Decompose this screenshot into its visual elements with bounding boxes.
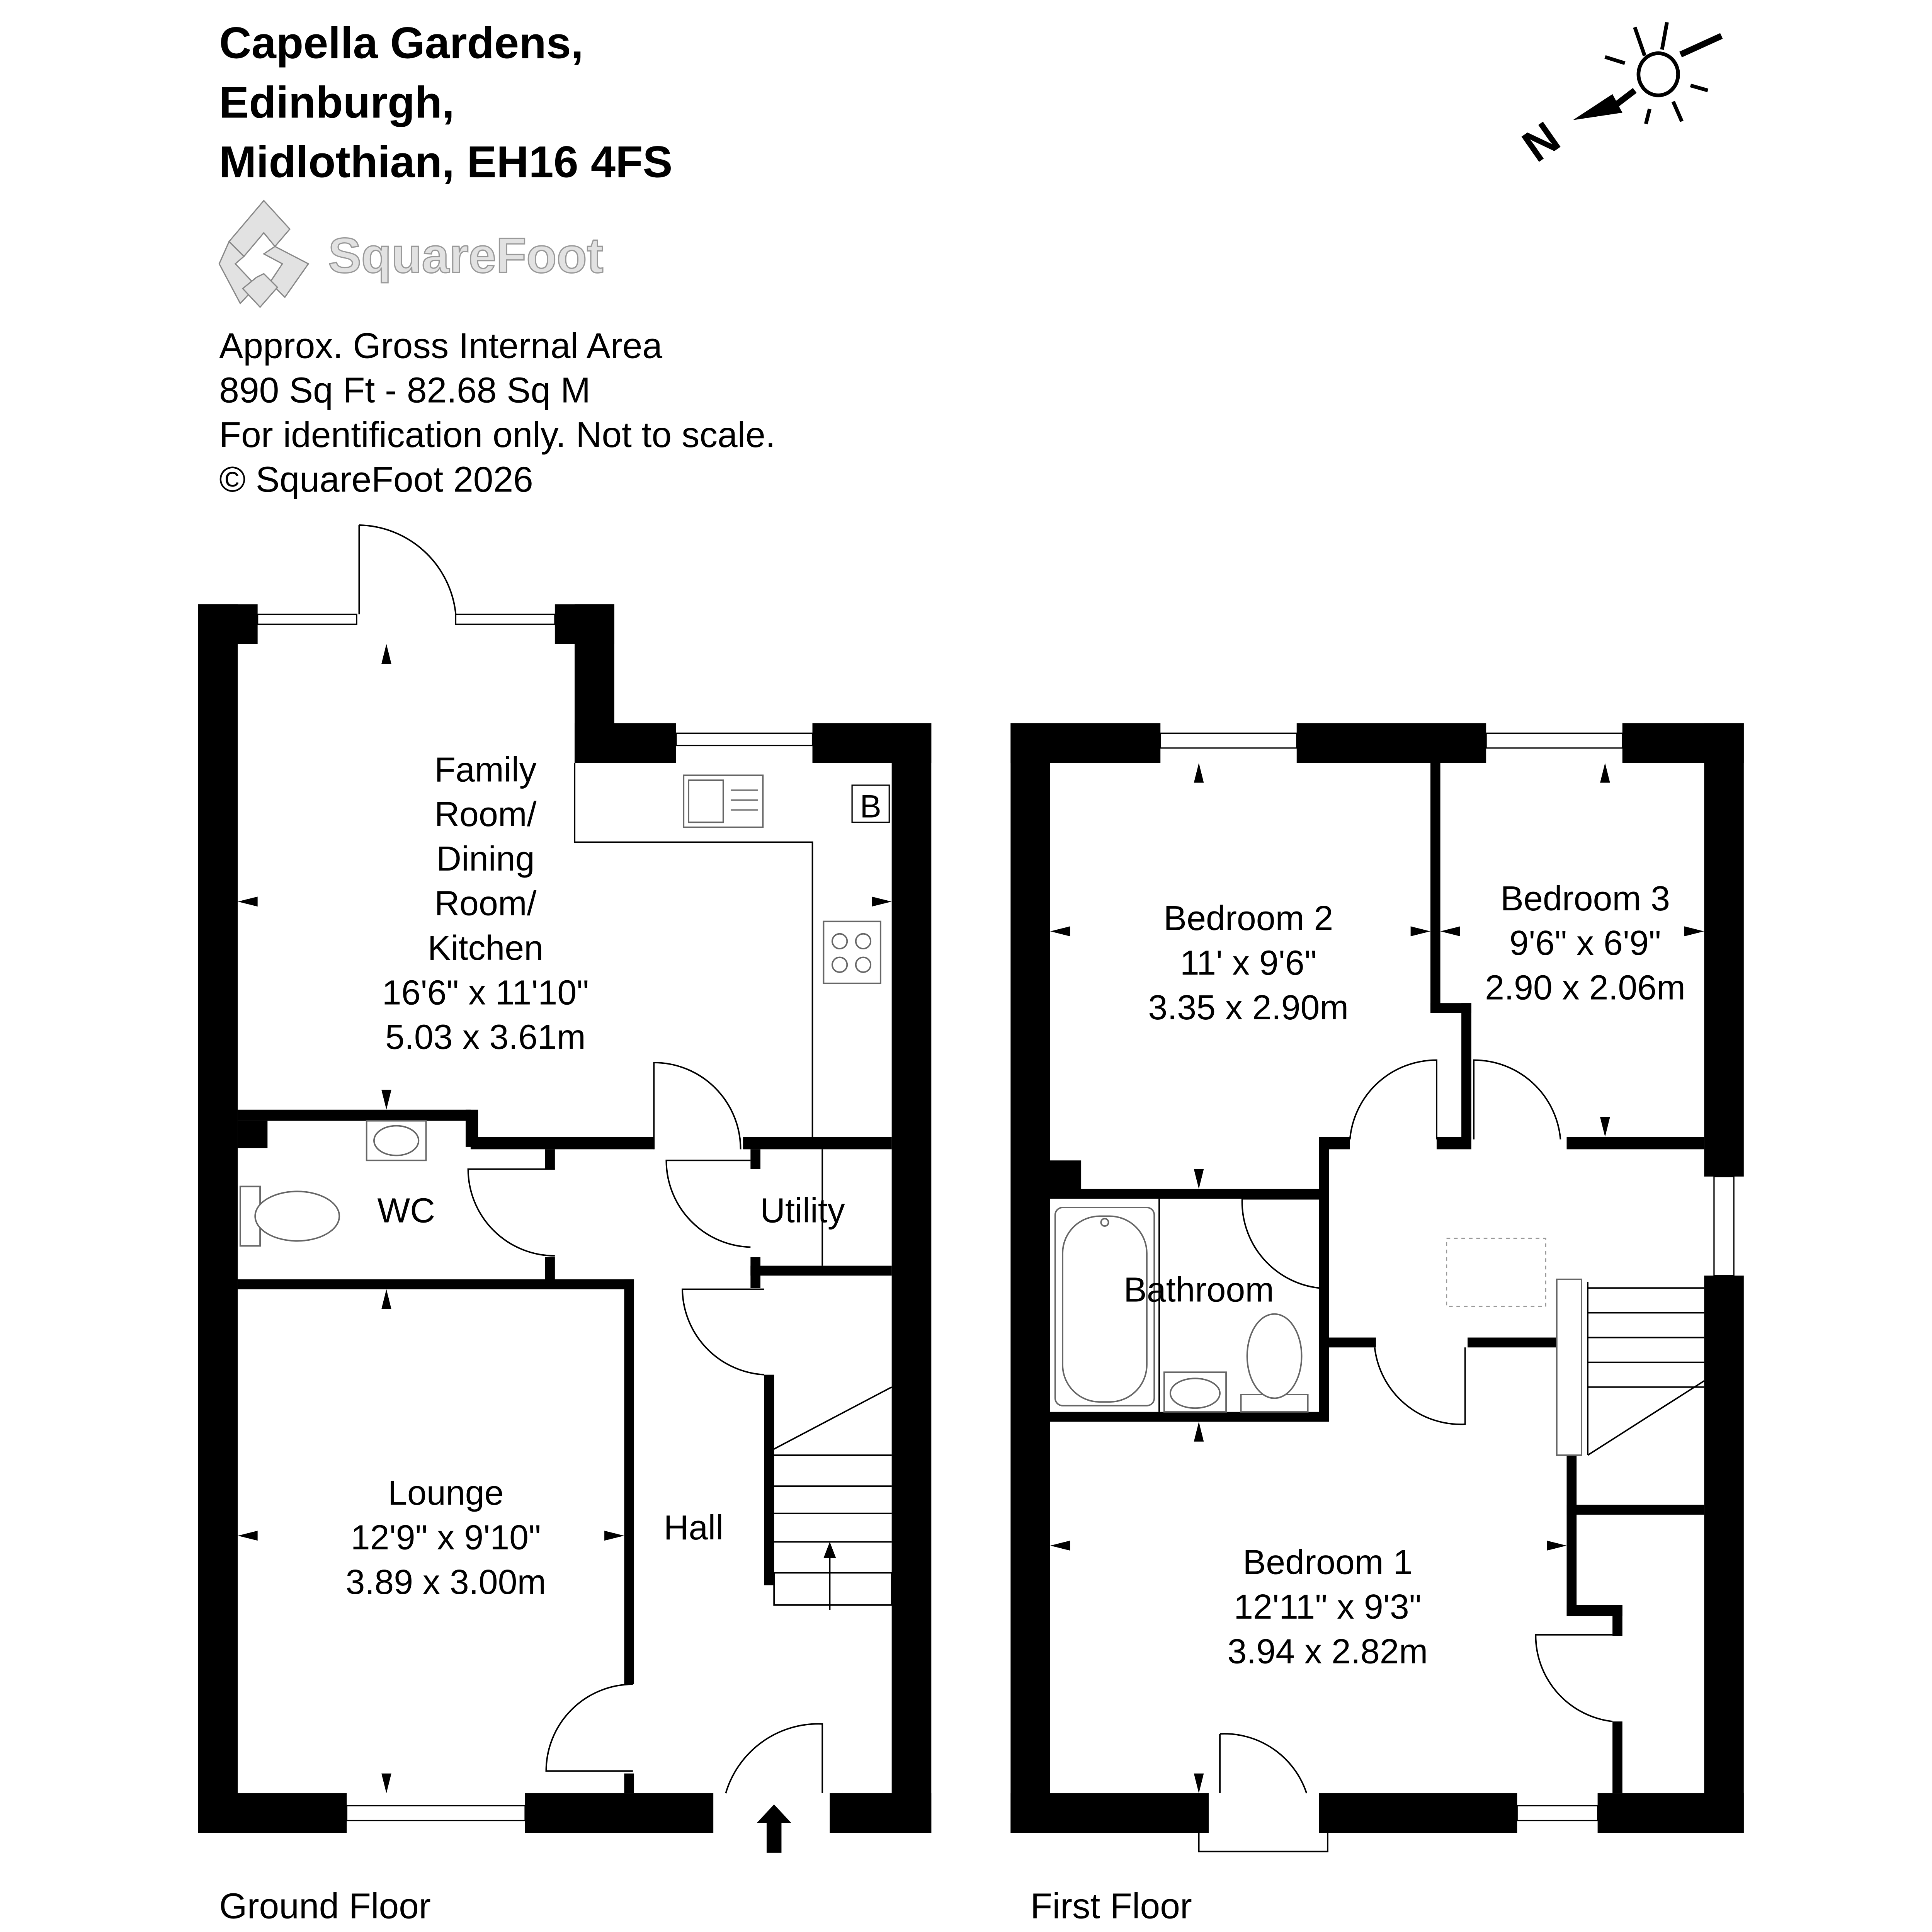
first-floor-plan: Bedroom 2 11' x 9'6" 3.35 x 2.90m Bedroo…: [1010, 723, 1744, 1926]
window: [257, 614, 357, 625]
window: [1516, 1805, 1599, 1821]
toilet-icon: [239, 1185, 340, 1247]
bedroom2-imperial: 11' x 9'6": [1180, 944, 1317, 982]
boiler-label: B: [860, 788, 881, 824]
entrance-arrow-icon: [757, 1804, 792, 1853]
bedroom2-name: Bedroom 2: [1163, 899, 1333, 938]
logo-text: SquareFoot: [328, 228, 603, 283]
bedroom1-imperial: 12'11" x 9'3": [1234, 1588, 1421, 1626]
north-label: N: [1514, 112, 1569, 172]
hob-icon: [823, 920, 881, 984]
patio-door: [358, 524, 457, 614]
toilet-icon: [1240, 1313, 1309, 1413]
area-title: Approx. Gross Internal Area: [219, 325, 662, 366]
kitchen-door: [653, 1062, 742, 1150]
family-room-name-1: Family: [434, 750, 536, 789]
address-line-2: Edinburgh,: [219, 78, 454, 127]
bath-icon: [1054, 1199, 1160, 1412]
bedroom3-imperial: 9'6" x 6'9": [1509, 924, 1661, 963]
lounge-metric: 3.89 x 3.00m: [345, 1563, 546, 1602]
bedroom2-door: [1349, 1059, 1437, 1139]
ground-floor-plan: B Family Room/ Dinin: [198, 524, 932, 1926]
address-line-1: Capella Gardens,: [219, 19, 583, 68]
window: [346, 1805, 526, 1821]
logo-mark-icon: [228, 199, 291, 257]
boiler-icon: B: [851, 784, 890, 824]
first-floor-label: First Floor: [1031, 1886, 1192, 1926]
wc-label: WC: [378, 1191, 435, 1230]
squarefoot-logo: SquareFoot: [218, 199, 604, 308]
cupboard-door: [1535, 1634, 1613, 1723]
utility-label: Utility: [760, 1191, 845, 1230]
basin-icon: [1163, 1371, 1227, 1413]
family-room-name-5: Kitchen: [428, 929, 543, 968]
sink-icon: [683, 774, 764, 828]
address-line-3: Midlothian, EH16 4FS: [219, 137, 672, 187]
wc-door: [467, 1168, 555, 1257]
bedroom1-metric: 3.94 x 2.82m: [1228, 1632, 1428, 1671]
window: [1485, 732, 1623, 749]
family-room-name-2: Room/: [434, 795, 536, 834]
dimension-arrows: [1050, 763, 1704, 1794]
staircase: [773, 1386, 893, 1610]
disclaimer: For identification only. Not to scale.: [219, 415, 776, 455]
address: Capella Gardens, Edinburgh, Midlothian, …: [219, 19, 672, 187]
lounge-name: Lounge: [388, 1474, 503, 1512]
loft-hatch: [1446, 1238, 1546, 1308]
family-room-name-4: Room/: [434, 884, 536, 923]
window: [1713, 1176, 1735, 1276]
family-room-imperial: 16'6" x 11'10": [382, 973, 589, 1012]
bedroom1-name: Bedroom 1: [1243, 1543, 1412, 1582]
area-value: 890 Sq Ft - 82.68 Sq M: [219, 370, 590, 410]
staircase: [1556, 1278, 1705, 1456]
front-door: [725, 1723, 823, 1794]
utility-door: [665, 1160, 751, 1248]
family-room-metric: 5.03 x 3.61m: [385, 1018, 586, 1057]
bedroom3-name: Bedroom 3: [1500, 879, 1670, 918]
hall-label: Hall: [664, 1509, 724, 1547]
bedroom3-metric: 2.90 x 2.06m: [1485, 969, 1685, 1007]
ground-floor-label: Ground Floor: [219, 1886, 431, 1926]
window: [1160, 732, 1298, 749]
copyright: © SquareFoot 2026: [219, 459, 533, 499]
bathroom-label: Bathroom: [1124, 1271, 1274, 1310]
balcony-door: [1198, 1733, 1328, 1852]
lounge-door: [545, 1684, 633, 1772]
north-arrow-sun-icon: N: [1514, 22, 1723, 172]
window: [455, 614, 556, 625]
bedroom2-metric: 3.35 x 2.90m: [1148, 988, 1349, 1027]
bedroom3-door: [1473, 1059, 1561, 1139]
wc-basin-icon: [366, 1120, 427, 1162]
family-room-name-3: Dining: [436, 840, 534, 878]
window: [675, 732, 813, 747]
area-info: Approx. Gross Internal Area 890 Sq Ft - …: [219, 325, 776, 499]
lounge-imperial: 12'9" x 9'10": [351, 1519, 541, 1557]
bedroom1-door: [1374, 1347, 1466, 1425]
bathroom-door: [1241, 1198, 1319, 1289]
dimension-arrows: [238, 644, 892, 1794]
kitchen-worktop: [574, 763, 813, 1137]
stair-cupboard-door: [682, 1288, 764, 1376]
